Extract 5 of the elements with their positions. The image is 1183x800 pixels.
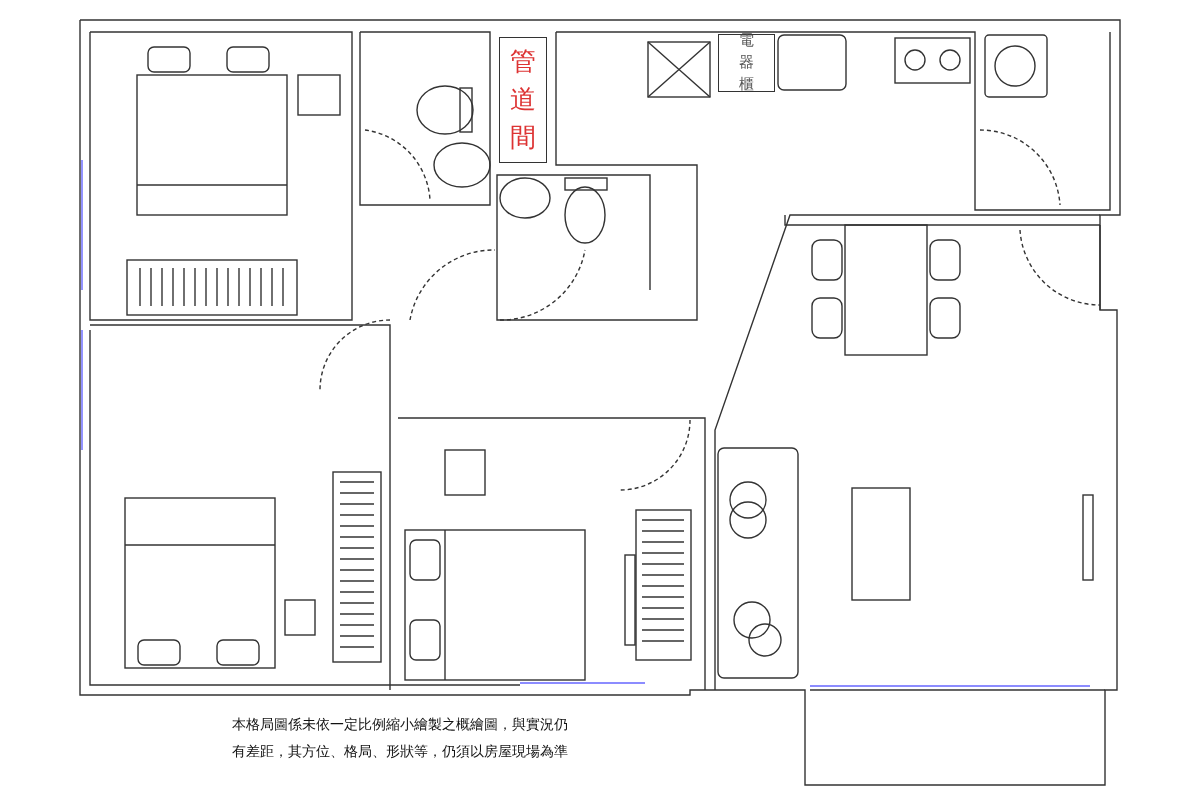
room-label: 管道間 [510, 45, 536, 154]
room-label: 電器櫃 [739, 30, 754, 95]
cabinet-box [718, 34, 775, 92]
disclaimer-note: 本格局圖係未依一定比例縮小繪製之概繪圖，與實況仍有差距，其方位、格局、形狀等，仍須以房屋現場為準 [232, 715, 569, 761]
shaft-box [499, 37, 547, 163]
